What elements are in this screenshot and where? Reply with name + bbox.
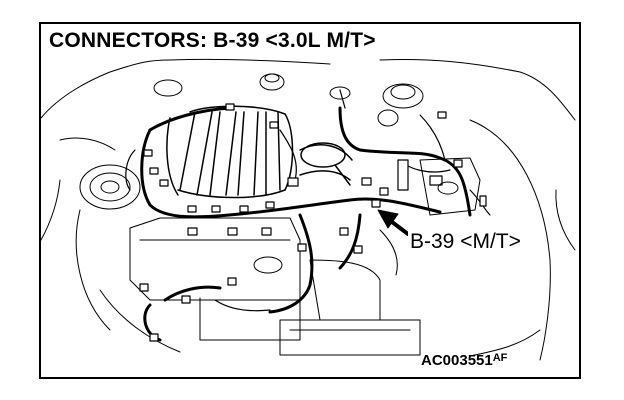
engine-block (129, 217, 421, 356)
harness-thin-wires (125, 89, 491, 312)
intake-hose (299, 142, 353, 186)
figure-id-suffix: AF (492, 352, 508, 364)
wiring-harness (140, 106, 472, 342)
b39-pointer-arrow (377, 209, 410, 236)
diagram-title: CONNECTORS: B-39 <3.0L M/T> (49, 29, 376, 52)
intake-manifold (166, 105, 294, 199)
body-outline (40, 58, 576, 361)
figure-id: AC003551AF (421, 352, 507, 369)
connector-callout-label: B-39 <M/T> (408, 230, 523, 254)
reservoir-caps (153, 73, 424, 109)
figure-id-main: AC003551 (421, 352, 493, 369)
connector-blocks (139, 103, 487, 342)
left-strut-tower (79, 164, 141, 210)
